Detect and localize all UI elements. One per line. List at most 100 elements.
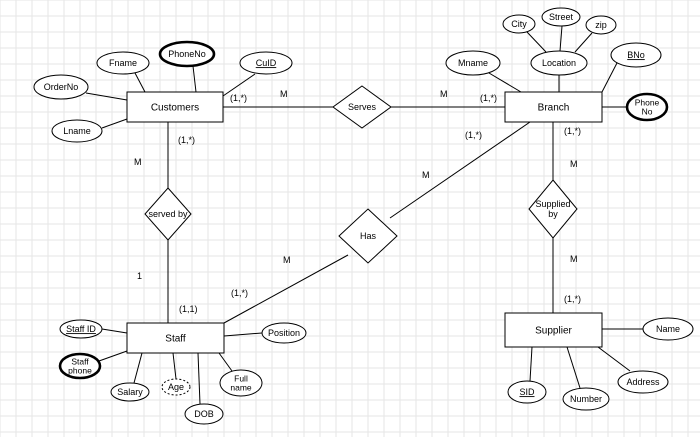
- attribute-ellipse: [617, 370, 669, 394]
- connector-line: [85, 92, 128, 101]
- attribute-ellipse: [161, 378, 191, 396]
- cardinality-label: (1,*): [231, 288, 248, 298]
- cardinality-label: (1,*): [480, 93, 497, 103]
- entity-label: Supplier: [535, 326, 572, 337]
- connector-line: [192, 65, 197, 93]
- attribute-label: OrderNo: [44, 82, 79, 92]
- attribute-sid[interactable]: SID: [507, 380, 547, 404]
- attribute-ellipse: [33, 74, 89, 100]
- attribute-salary[interactable]: Salary: [110, 382, 150, 402]
- attribute-ellipse: [261, 322, 307, 344]
- attribute-ellipse: [58, 352, 102, 380]
- entity-box: [126, 322, 225, 354]
- entity-staff[interactable]: Staff: [126, 322, 225, 354]
- attribute-zip[interactable]: zip: [585, 15, 617, 35]
- connector-line: [134, 72, 146, 93]
- cardinality-label: M: [570, 159, 578, 169]
- relationship-serves[interactable]: Serves: [332, 85, 392, 129]
- attribute-city[interactable]: City: [502, 14, 536, 34]
- attribute-ellipse: [110, 382, 150, 402]
- attribute-age[interactable]: Age: [161, 378, 191, 396]
- attribute-label: DOB: [194, 409, 214, 419]
- attribute-cuid[interactable]: CuID: [239, 51, 293, 75]
- attribute-staff-id[interactable]: Staff ID: [59, 319, 103, 339]
- attribute-label: Lname: [63, 126, 91, 136]
- connector-line: [488, 72, 522, 93]
- attribute-ellipse: [585, 15, 617, 35]
- attribute-label: BNo: [627, 50, 645, 60]
- attribute-label: Location: [542, 58, 576, 68]
- attribute-label: Mname: [458, 58, 488, 68]
- attribute-label: Fname: [109, 58, 137, 68]
- attribute-label: City: [511, 19, 527, 29]
- cardinality-label: (1,*): [178, 135, 195, 145]
- cardinality-label: (1,*): [230, 93, 247, 103]
- cardinality-label: M: [280, 89, 288, 99]
- connector-line: [101, 118, 128, 129]
- attribute-label: Age: [168, 382, 184, 392]
- attribute-phoneno[interactable]: PhoneNo: [158, 40, 216, 68]
- attribute-label: SID: [519, 387, 535, 397]
- relationship-served-by[interactable]: served by: [144, 187, 192, 241]
- attribute-dob[interactable]: DOB: [184, 403, 224, 425]
- entity-label: Customers: [151, 103, 199, 114]
- attribute-label: Position: [268, 328, 300, 338]
- attribute-number[interactable]: Number: [562, 387, 610, 411]
- attribute-ellipse: [239, 51, 293, 75]
- relationship-label: served by: [148, 209, 188, 219]
- cardinality-label: (1,*): [564, 126, 581, 136]
- connector-line: [529, 346, 533, 382]
- relationship-diamond: [332, 85, 392, 129]
- attribute-ellipse: [59, 319, 103, 339]
- attribute-bno[interactable]: BNo: [610, 42, 662, 68]
- attribute-label: PhoneNo: [168, 49, 206, 59]
- relationship-diamond: [144, 187, 192, 241]
- attribute-address[interactable]: Address: [617, 370, 669, 394]
- cardinality-label: M: [422, 170, 430, 180]
- relationship-has[interactable]: Has: [338, 208, 398, 264]
- connector-line: [172, 352, 177, 380]
- attribute-location[interactable]: Location: [530, 50, 588, 76]
- attribute-lname[interactable]: Lname: [51, 119, 103, 143]
- connector-line: [223, 332, 263, 337]
- attribute-ellipse: [530, 50, 588, 76]
- connector-line: [223, 254, 349, 324]
- attribute-ellipse: [642, 317, 694, 341]
- entity-customers[interactable]: Customers: [126, 91, 224, 123]
- attribute-label: zip: [595, 20, 607, 30]
- attribute-name[interactable]: Name: [642, 317, 694, 341]
- attribute-label: Staff ID: [66, 324, 96, 334]
- relationship-diamond: [528, 179, 578, 239]
- connector-line: [98, 350, 128, 362]
- relationship-diamond: [338, 208, 398, 264]
- entity-label: Staff: [165, 334, 186, 345]
- attribute-label: CuID: [256, 58, 277, 68]
- entity-box: [126, 91, 224, 123]
- attribute-ellipse: [502, 14, 536, 34]
- attribute-fname[interactable]: Fname: [96, 51, 150, 75]
- attribute-orderno[interactable]: OrderNo: [33, 74, 89, 100]
- cardinality-label: (1,1): [179, 304, 198, 314]
- attribute-label: Name: [656, 324, 680, 334]
- entity-supplier[interactable]: Supplier: [504, 312, 603, 348]
- attribute-ellipse: [158, 40, 216, 68]
- attribute-street[interactable]: Street: [541, 7, 581, 27]
- cardinality-label: M: [134, 157, 142, 167]
- attribute-ellipse: [507, 380, 547, 404]
- connector-line: [101, 328, 128, 334]
- attribute-ellipse: [445, 50, 501, 76]
- entity-branch[interactable]: Branch: [504, 91, 603, 123]
- connector-line: [597, 346, 631, 372]
- attribute-ellipse: [51, 119, 103, 143]
- attribute-mname[interactable]: Mname: [445, 50, 501, 76]
- attribute-ellipse: [96, 51, 150, 75]
- attribute-position[interactable]: Position: [261, 322, 307, 344]
- connector-line: [526, 31, 547, 53]
- attribute-ellipse: [184, 403, 224, 425]
